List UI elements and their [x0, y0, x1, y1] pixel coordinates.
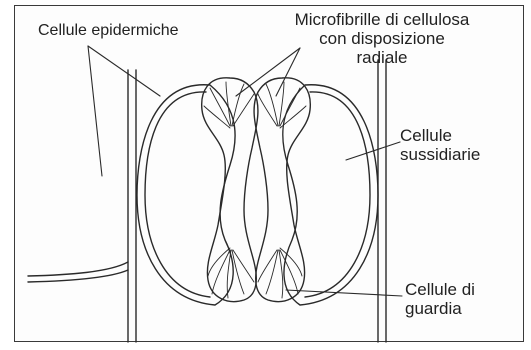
label-guard-cells: Cellule di guardia	[405, 280, 475, 318]
label-guard-line1: Cellule di	[405, 280, 475, 299]
label-microfibrils-line1: Microfibrille di cellulosa	[252, 10, 512, 29]
label-microfibrils: Microfibrille di cellulosa con disposizi…	[252, 10, 512, 67]
subsidiary-cell-right	[283, 85, 378, 305]
label-microfibrils-line2: con disposizione	[252, 29, 512, 48]
label-subsidiary-cells: Cellule sussidiarie	[400, 126, 480, 164]
label-epidermal-cells: Cellule epidermiche	[38, 22, 179, 40]
label-subsidiary-line2: sussidiarie	[400, 145, 480, 164]
guard-cell-right	[254, 78, 310, 302]
label-subsidiary-line1: Cellule	[400, 126, 480, 145]
leader-lines	[88, 46, 402, 296]
label-microfibrils-line3: radiale	[252, 48, 512, 67]
epidermal-cell-walls	[28, 60, 386, 342]
subsidiary-cell-left	[137, 85, 235, 305]
label-guard-line2: guardia	[405, 299, 475, 318]
